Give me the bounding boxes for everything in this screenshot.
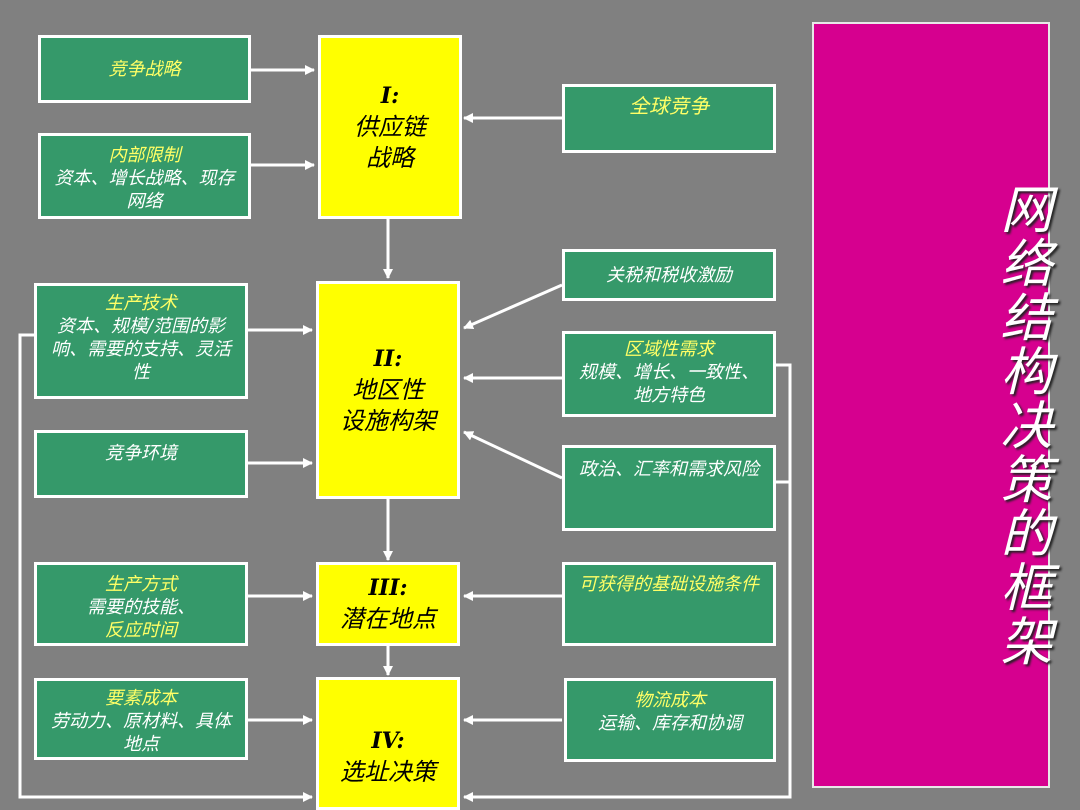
box-body: 资本、规模/范围的影响、需要的支持、灵活性 xyxy=(51,316,231,383)
box-head: 生产技术 xyxy=(105,293,177,314)
stage-number: II: xyxy=(373,345,403,372)
box-head: 内部限制 xyxy=(108,145,181,166)
box-head: 物流成本 xyxy=(634,690,706,711)
box-political-exchange-risk: 政治、汇率和需求风险 xyxy=(562,445,776,531)
stage-4-location-decision: IV: 选址决策 xyxy=(316,677,460,810)
box-body: 关税和税收激励 xyxy=(606,264,732,286)
box-head: 竞争战略 xyxy=(108,58,181,80)
stage-label: 战略 xyxy=(366,143,414,172)
diagram-title: 网络结构决策的框架 xyxy=(991,182,1051,668)
box-competitive-strategy: 竞争战略 xyxy=(38,35,251,103)
stage-number: I: xyxy=(380,82,400,109)
arrow-political-risk xyxy=(463,430,563,480)
box-competitive-environment: 竞争环境 xyxy=(34,430,248,498)
stage-1-supply-chain-strategy: I: 供应链 战略 xyxy=(318,35,462,219)
stage-number: IV: xyxy=(371,727,405,754)
box-head: 生产方式 xyxy=(105,574,177,595)
box-body: 需要的技能、 xyxy=(87,597,195,618)
box-body: 规模、增长、一致性、地方特色 xyxy=(579,362,759,406)
box-body: 竞争环境 xyxy=(105,443,177,464)
box-internal-limits: 内部限制 资本、增长战略、现存网络 xyxy=(38,133,251,219)
stage-label: 供应链 xyxy=(354,112,426,141)
box-tariffs-tax-incentives: 关税和税收激励 xyxy=(562,249,776,301)
box-production-method: 生产方式 需要的技能、 反应时间 xyxy=(34,562,248,646)
box-infrastructure-conditions: 可获得的基础设施条件 xyxy=(562,562,776,646)
stage-number: III: xyxy=(368,575,408,601)
box-global-competition: 全球竞争 xyxy=(562,84,776,153)
box-body: 资本、增长战略、现存网络 xyxy=(54,168,235,212)
stage-label: 地区性 xyxy=(352,375,424,404)
box-logistics-cost: 物流成本 运输、库存和协调 xyxy=(564,678,776,762)
box-body: 政治、汇率和需求风险 xyxy=(579,459,759,480)
right-feedback-loop xyxy=(463,363,792,802)
stage-2-regional-facility-configuration: II: 地区性 设施构架 xyxy=(316,281,460,499)
box-head: 可获得的基础设施条件 xyxy=(579,574,759,595)
box-body: 全球竞争 xyxy=(629,94,709,118)
stage-label: 设施构架 xyxy=(340,406,436,435)
box-head: 区域性需求 xyxy=(624,339,714,360)
box-regional-demand: 区域性需求 规模、增长、一致性、地方特色 xyxy=(562,331,776,417)
box-body: 劳动力、原材料、具体地点 xyxy=(51,711,231,755)
arrow-tariffs xyxy=(463,283,563,330)
box-factor-cost: 要素成本 劳动力、原材料、具体地点 xyxy=(34,678,248,760)
box-production-technology: 生产技术 资本、规模/范围的影响、需要的支持、灵活性 xyxy=(34,283,248,399)
box-tail: 反应时间 xyxy=(105,620,177,641)
stage-3-potential-sites: III: 潜在地点 xyxy=(316,562,460,646)
left-feedback-loop xyxy=(18,333,313,802)
box-body: 运输、库存和协调 xyxy=(598,713,742,734)
stage-label: 选址决策 xyxy=(340,757,436,786)
box-head: 要素成本 xyxy=(105,688,177,709)
title-panel: 网络结构决策的框架 xyxy=(812,22,1051,788)
stage-label: 潜在地点 xyxy=(340,605,436,633)
